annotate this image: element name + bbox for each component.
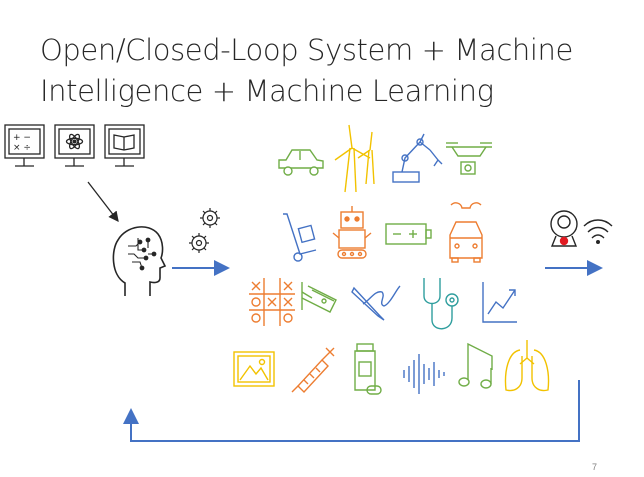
pen-signature-icon (351, 285, 401, 321)
atom-monitor-icon (54, 124, 95, 167)
svg-text:× ÷: × ÷ (13, 143, 31, 153)
sound-wave-icon (403, 354, 445, 394)
brain-circuit-icon (112, 226, 167, 296)
tic-tac-toe-icon (249, 278, 295, 326)
lungs-icon (504, 340, 550, 392)
image-icon (233, 351, 275, 387)
book-monitor-icon (104, 124, 145, 167)
input-to-brain-arrow (87, 181, 119, 223)
webcam-icon (550, 210, 578, 247)
car-front-icon (449, 202, 483, 263)
syringe-icon (291, 347, 335, 394)
feedback-loop-arrow (123, 380, 580, 442)
security-camera-icon (301, 282, 337, 313)
title-line-1: Open/Closed-Loop System + Machine (40, 33, 573, 67)
page-number: 7 (592, 462, 598, 472)
pill-bottle-icon (354, 343, 382, 395)
slide-title: Open/Closed-Loop System + Machine Intell… (40, 30, 620, 112)
battery-icon (385, 223, 432, 245)
svg-text:+ −: + − (13, 133, 31, 143)
title-line-2: Intelligence + Machine Learning (40, 74, 494, 108)
gears-icon (189, 208, 220, 253)
wind-turbine-icon (334, 124, 375, 193)
car-icon (278, 149, 324, 176)
drone-icon (446, 142, 492, 175)
line-chart-icon (482, 282, 517, 323)
robot-arm-icon (392, 133, 443, 183)
wifi-signal-icon (583, 219, 613, 244)
calculator-monitor-icon: + − × ÷ (4, 124, 45, 167)
robot-icon (332, 206, 372, 259)
hand-truck-icon (283, 213, 317, 262)
music-note-icon (458, 342, 493, 389)
stethoscope-icon (423, 278, 459, 330)
